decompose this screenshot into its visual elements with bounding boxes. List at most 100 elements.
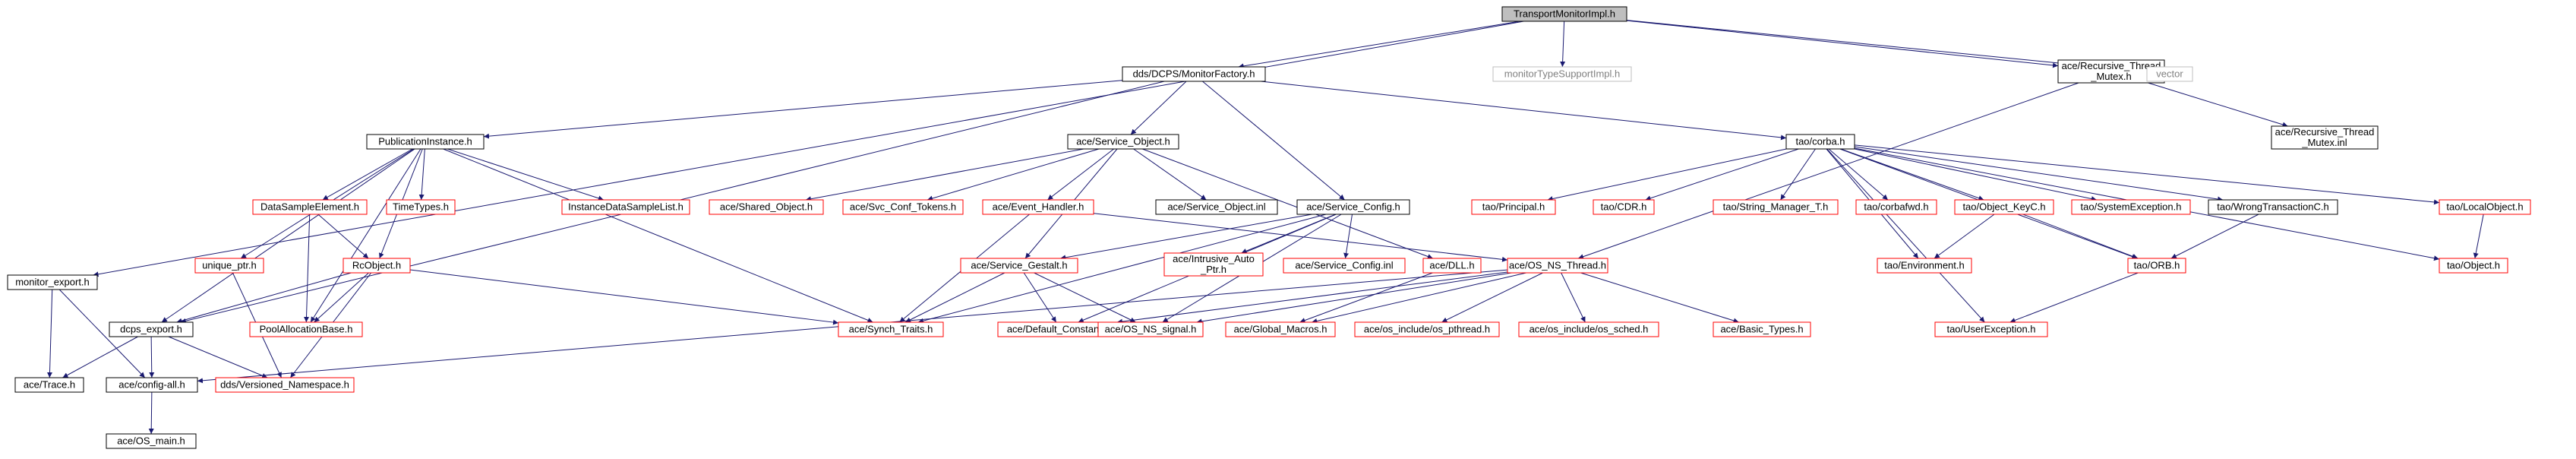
edge-root-to-monitor_export [93, 21, 1524, 277]
node-osnssignal[interactable]: ace/OS_NS_signal.h [1097, 321, 1204, 337]
node-box [1934, 321, 2048, 337]
node-configall[interactable]: ace/config-all.h [106, 377, 198, 393]
edge-wrongtransaction-to-orb [2170, 214, 2259, 259]
node-globalmacros[interactable]: ace/Global_Macros.h [1225, 321, 1336, 337]
edge-corba-to-objectkeyc [1840, 148, 1984, 201]
node-box [1067, 134, 1179, 150]
edge-rcobject-to-poolalloc [314, 272, 369, 323]
node-timetypes[interactable]: TimeTypes.h [386, 199, 456, 215]
node-label: ace/OS_NS_Thread.h [1509, 260, 1606, 271]
node-ossched[interactable]: ace/os_include/os_sched.h [1518, 321, 1659, 337]
node-box [194, 258, 264, 274]
edge-osnsthread-to-globalmacros [1312, 272, 1526, 324]
node-montypesupport[interactable]: monitorTypeSupportImpl.h [1492, 66, 1632, 82]
node-ospthread[interactable]: ace/os_include/os_pthread.h [1354, 321, 1500, 337]
node-osnsthread[interactable]: ace/OS_NS_Thread.h [1507, 258, 1608, 274]
edge-serviceconfig-to-servicegestalt [1060, 214, 1312, 261]
node-monitor_export[interactable]: monitor_export.h [7, 274, 98, 290]
node-serviceconfiginl[interactable]: ace/Service_Config.inl [1283, 258, 1406, 274]
node-orb[interactable]: tao/ORB.h [2127, 258, 2186, 274]
edge-monitor_export-to-configall [58, 289, 146, 378]
node-box [1785, 134, 1855, 150]
node-versionedns[interactable]: dds/Versioned_Namespace.h [215, 377, 355, 393]
node-localobject[interactable]: tao/LocalObject.h [2439, 199, 2531, 215]
node-datasample[interactable]: DataSampleElement.h [252, 199, 368, 215]
node-box [109, 321, 194, 337]
edge-monitorfactory-to-corba [1261, 81, 1787, 141]
node-box [1155, 199, 1278, 215]
node-label: tao/WrongTransactionC.h [2217, 201, 2328, 213]
node-trace[interactable]: ace/Trace.h [14, 377, 84, 393]
node-box [1507, 258, 1608, 274]
node-principal[interactable]: tao/Principal.h [1471, 199, 1556, 215]
node-basictypes[interactable]: ace/Basic_Types.h [1713, 321, 1811, 337]
node-box [960, 258, 1078, 274]
node-poolalloc[interactable]: PoolAllocationBase.h [249, 321, 363, 337]
node-label: dds/Versioned_Namespace.h [220, 379, 349, 391]
node-instancedsl[interactable]: InstanceDataSampleList.h [561, 199, 690, 215]
node-serviceconfig[interactable]: ace/Service_Config.h [1296, 199, 1410, 215]
node-label: monitorTypeSupportImpl.h [1504, 68, 1620, 80]
node-label: ace/Service_Object.inl [1167, 201, 1265, 213]
edge-corba-to-wrongtransaction [1854, 146, 2224, 202]
node-label: ace/Svc_Conf_Tokens.h [850, 201, 956, 213]
edge-osnsthread-to-ospthread [1441, 272, 1543, 323]
node-vector[interactable]: vector [2146, 66, 2193, 82]
edge-dcpsexport-to-trace [62, 336, 138, 378]
edge-osnsthread-to-ossched [1561, 272, 1586, 323]
node-label: InstanceDataSampleList.h [568, 201, 683, 213]
node-objectkeyc[interactable]: tao/Object_KeyC.h [1954, 199, 2054, 215]
node-label: ace/os_include/os_sched.h [1530, 324, 1649, 335]
node-root[interactable]: TransportMonitorImpl.h [1501, 6, 1627, 22]
node-label: ace/DLL.h [1429, 260, 1474, 271]
node-box [982, 199, 1094, 215]
node-dll[interactable]: ace/DLL.h [1422, 258, 1482, 274]
node-sysexception[interactable]: tao/SystemException.h [2071, 199, 2191, 215]
edge-objectkeyc-to-environment [1934, 214, 1995, 259]
node-label: ace/Intrusive_Auto [1173, 253, 1255, 264]
node-intrusiveauto[interactable]: ace/Intrusive_Auto_Ptr.h [1163, 252, 1264, 277]
node-stringmanager[interactable]: tao/String_Manager_T.h [1713, 199, 1839, 215]
edge-osnsthread-to-defaultconstants [1116, 271, 1508, 324]
node-rcobject[interactable]: RcObject.h [343, 258, 411, 274]
node-monitorfactory[interactable]: dds/DCPS/MonitorFactory.h [1122, 66, 1266, 82]
node-label: ace/Trace.h [24, 379, 75, 391]
node-servicegestalt[interactable]: ace/Service_Gestalt.h [960, 258, 1078, 274]
node-defaultconstants[interactable]: ace/Default_Constants.h [997, 321, 1125, 337]
edge-corba-to-cdr [1645, 148, 1799, 201]
node-cdr[interactable]: tao/CDR.h [1593, 199, 1655, 215]
node-pubinstance[interactable]: PublicationInstance.h [366, 134, 485, 150]
node-label: ace/Basic_Types.h [1720, 324, 1803, 335]
edge-monitorfactory-to-serviceobject [1130, 81, 1187, 135]
node-label: monitor_export.h [15, 277, 90, 288]
node-box [1296, 199, 1410, 215]
node-synchtraits[interactable]: ace/Synch_Traits.h [838, 321, 944, 337]
node-recmutexinl[interactable]: ace/Recursive_Thread_Mutex.inl [2271, 125, 2379, 150]
node-label: ace/config-all.h [118, 379, 185, 391]
node-dcpsexport[interactable]: dcps_export.h [109, 321, 194, 337]
edge-pubinstance-to-datasample [322, 148, 413, 201]
node-svcconftokens[interactable]: ace/Svc_Conf_Tokens.h [842, 199, 964, 215]
edge-pubinstance-to-dcpsexport [161, 148, 415, 323]
node-osmain[interactable]: ace/OS_main.h [106, 433, 197, 449]
edge-serviceobject-to-svcconftokens [927, 148, 1100, 201]
node-object[interactable]: tao/Object.h [2439, 258, 2508, 274]
node-serviceobjectinl[interactable]: ace/Service_Object.inl [1155, 199, 1278, 215]
node-box [2271, 125, 2379, 150]
node-label: dcps_export.h [120, 324, 182, 335]
node-wrongtransaction[interactable]: tao/WrongTransactionC.h [2208, 199, 2338, 215]
node-corbafwd[interactable]: tao/corbafwd.h [1855, 199, 1937, 215]
node-box [215, 377, 355, 393]
node-userexception[interactable]: tao/UserException.h [1934, 321, 2048, 337]
node-serviceobject[interactable]: ace/Service_Object.h [1067, 134, 1179, 150]
node-eventhandler[interactable]: ace/Event_Handler.h [982, 199, 1094, 215]
node-corba[interactable]: tao/corba.h [1785, 134, 1855, 150]
edge-pubinstance-to-synchtraits [443, 148, 873, 323]
node-box [106, 377, 198, 393]
edge-serviceconfig-to-synchtraits [917, 214, 1327, 324]
node-uniqueptr[interactable]: unique_ptr.h [194, 258, 264, 274]
node-sharedobject[interactable]: ace/Shared_Object.h [709, 199, 824, 215]
node-box [1713, 321, 1811, 337]
node-environment[interactable]: tao/Environment.h [1877, 258, 1972, 274]
node-box [366, 134, 485, 150]
